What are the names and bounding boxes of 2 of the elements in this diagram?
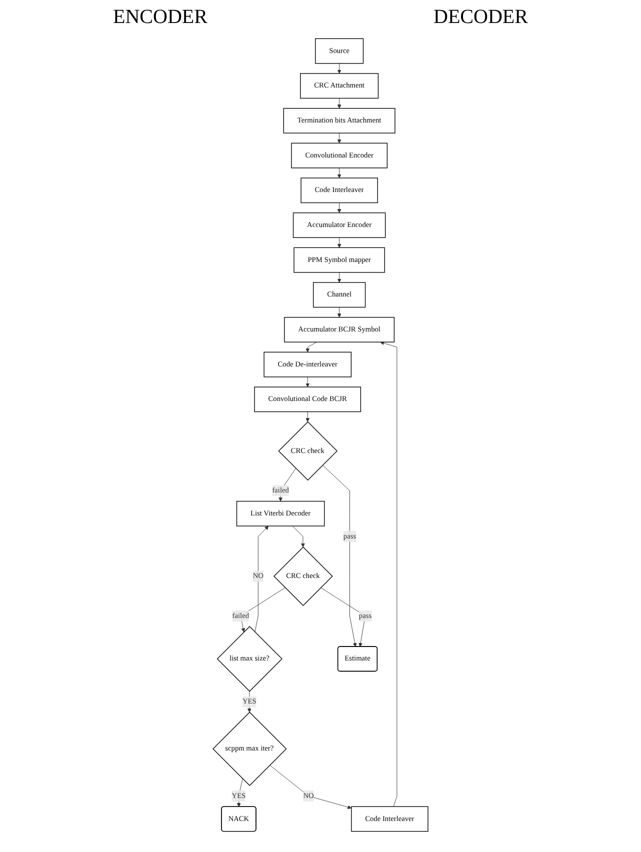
section-heading: ENCODER xyxy=(113,6,208,29)
section-heading: DECODER xyxy=(434,6,528,29)
